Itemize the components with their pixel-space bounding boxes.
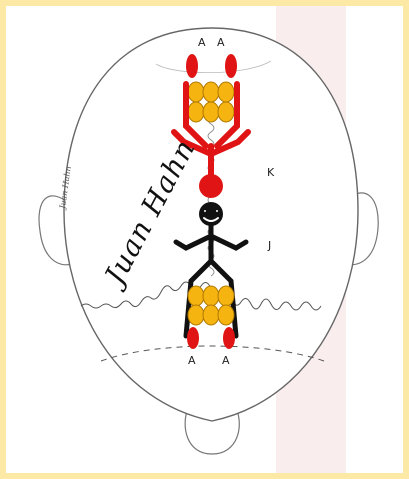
diagram-frame: A A A A K J Juan Hahn Juan Hahn xyxy=(6,6,403,473)
label-a-bottom-left: A xyxy=(188,354,196,367)
head-diagram xyxy=(6,6,403,473)
red-oval-bottom-left xyxy=(187,327,199,349)
label-a-top-right: A xyxy=(217,36,225,49)
red-oval-top-left xyxy=(186,54,198,78)
label-k: K xyxy=(267,166,274,179)
label-a-top-left: A xyxy=(198,36,206,49)
label-a-bottom-right: A xyxy=(222,354,230,367)
red-oval-bottom-right xyxy=(223,327,235,349)
red-oval-top-right xyxy=(225,54,237,78)
yellow-cluster-bottom xyxy=(188,286,234,325)
red-figure-head xyxy=(199,174,223,198)
label-j: J xyxy=(268,239,271,252)
black-figure-head xyxy=(199,202,223,226)
yellow-cluster-top xyxy=(188,82,234,122)
